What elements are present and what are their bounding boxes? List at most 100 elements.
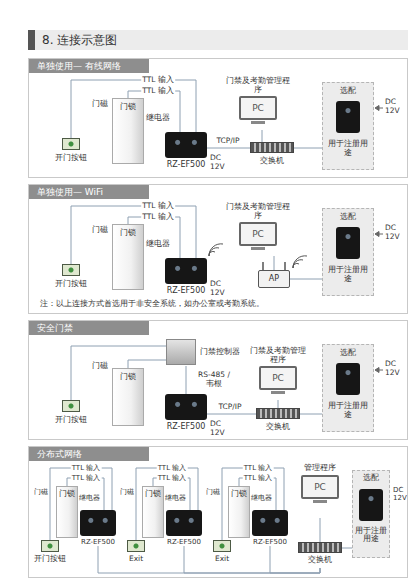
connector-label: TTL 输入 bbox=[71, 464, 102, 472]
door: 门锁 bbox=[112, 224, 144, 290]
network-switch: 交换机 bbox=[256, 408, 300, 434]
device-body bbox=[336, 227, 360, 259]
door: 门锁 bbox=[56, 486, 78, 538]
connector bbox=[290, 279, 322, 280]
node-label: 安全门禁 bbox=[29, 321, 149, 335]
part-label: 门磁 bbox=[92, 100, 108, 109]
node-label: Exit bbox=[129, 555, 143, 564]
node-label: 选配 bbox=[325, 86, 371, 95]
connector-label: TTL 输入 bbox=[157, 464, 188, 472]
wifi-ap: AP bbox=[258, 270, 290, 288]
part-label: 门磁 bbox=[206, 488, 220, 496]
connector-label: RS-485 / 韦根 bbox=[193, 371, 235, 388]
optional-enroll-device: 选配用于注册用途 bbox=[352, 470, 390, 558]
pc-monitor: 门禁及考勤管理程序 PC bbox=[226, 76, 290, 130]
connector-label: TTL 输入 bbox=[157, 474, 188, 482]
connector bbox=[128, 360, 166, 368]
node-label: 开门按钮 bbox=[34, 555, 66, 564]
connector-label: TCP/IP bbox=[217, 403, 242, 412]
node-label: 分布式网络 bbox=[29, 447, 149, 461]
node-label: 门禁及考勤管理程序 bbox=[248, 346, 308, 364]
node-label: 门禁及考勤管理程序 bbox=[226, 76, 290, 94]
part-label: DC 12V bbox=[385, 224, 401, 241]
exit-button: 开门按钮 bbox=[48, 400, 94, 430]
node-sublabel: PC bbox=[303, 477, 337, 497]
button-icon bbox=[127, 540, 145, 552]
node-sublabel: 用于注册用途 bbox=[355, 527, 387, 544]
title-bar bbox=[28, 30, 408, 50]
part-label: 门磁 bbox=[92, 226, 108, 235]
node-sublabel: 用于注册用途 bbox=[325, 401, 371, 419]
connector bbox=[278, 400, 279, 408]
monitor-stand bbox=[313, 500, 327, 503]
part-label: 继电器 bbox=[165, 494, 186, 502]
node-sublabel: 用于注册用途 bbox=[325, 139, 371, 157]
connector-label: TTL 输入 bbox=[141, 213, 175, 222]
part-label: 继电器 bbox=[79, 494, 100, 502]
device-body bbox=[336, 101, 360, 133]
exit-button: Exit bbox=[204, 540, 240, 568]
title-marker bbox=[28, 30, 35, 50]
node-label: 门锁 bbox=[143, 490, 163, 499]
device-body bbox=[336, 363, 360, 395]
terminal-device: RZ-EF500 bbox=[165, 258, 207, 298]
terminal-device: RZ-EF500 bbox=[252, 510, 288, 546]
door: 门锁 bbox=[228, 486, 250, 538]
device-body bbox=[80, 510, 116, 536]
device-body bbox=[165, 258, 207, 284]
part-label: 继电器 bbox=[146, 114, 170, 123]
node-label: 交换机 bbox=[260, 156, 284, 165]
node-label: AP bbox=[259, 271, 289, 287]
node-label: 单独使用— WiFi bbox=[29, 185, 149, 199]
exit-button: Exit bbox=[118, 540, 154, 568]
part-label: 继电器 bbox=[251, 494, 272, 502]
node-label: 开门按钮 bbox=[55, 279, 87, 288]
exit-button: 开门按钮 bbox=[48, 138, 94, 168]
node-label: 门锁 bbox=[113, 228, 143, 237]
connector bbox=[262, 130, 263, 142]
pc-monitor: 管理程序PC bbox=[296, 464, 344, 518]
connector-label: TCP/IP bbox=[215, 137, 240, 146]
node-label: RZ-EF500 bbox=[167, 286, 206, 295]
node-label: 门锁 bbox=[229, 490, 249, 499]
part-label: DC 12V bbox=[385, 360, 401, 377]
device-body bbox=[252, 510, 288, 536]
node-label: RZ-EF500 bbox=[253, 538, 287, 546]
part-label: DC 12V bbox=[385, 98, 401, 115]
connector-label: TTL 输入 bbox=[243, 474, 274, 482]
pc-monitor: 门禁及考勤管理程序 PC bbox=[226, 202, 290, 256]
connector bbox=[320, 518, 321, 542]
exit-button: 开门按钮 bbox=[32, 540, 68, 568]
terminal-device: RZ-EF500 bbox=[165, 132, 207, 172]
network-switch: 交换机 bbox=[250, 142, 294, 168]
node-sublabel: PC bbox=[241, 98, 275, 118]
button-icon bbox=[62, 400, 80, 412]
node-label: 交换机 bbox=[266, 422, 290, 431]
connector bbox=[294, 148, 322, 149]
node-label: RZ-EF500 bbox=[167, 160, 206, 169]
node-label: RZ-EF500 bbox=[81, 538, 115, 546]
monitor-screen: PC bbox=[259, 366, 297, 390]
button-icon bbox=[213, 540, 231, 552]
device-body bbox=[165, 394, 207, 420]
optional-enroll-device: 选配用于注册用途 bbox=[322, 208, 374, 296]
switch-ports bbox=[298, 542, 342, 553]
connector-label: TTL 输入 bbox=[243, 464, 274, 472]
connector bbox=[342, 548, 352, 549]
terminal-device: RZ-EF500 bbox=[165, 394, 207, 434]
node-label: 开门按钮 bbox=[55, 153, 87, 162]
connector bbox=[207, 414, 256, 415]
monitor-screen: PC bbox=[239, 222, 277, 246]
monitor-stand bbox=[251, 247, 265, 250]
device-body bbox=[359, 489, 383, 521]
controller-box bbox=[166, 339, 196, 365]
monitor-screen: PC bbox=[301, 475, 339, 499]
node-sublabel: 用于注册用途 bbox=[325, 265, 371, 283]
monitor-stand bbox=[271, 391, 285, 394]
connector bbox=[186, 366, 187, 394]
node-label: 门禁及考勤管理程序 bbox=[226, 202, 290, 220]
connector-label: TTL 输入 bbox=[141, 87, 175, 96]
button-icon bbox=[62, 264, 80, 276]
node-label: 门锁 bbox=[113, 372, 143, 381]
part-label: DC 12V bbox=[210, 280, 226, 297]
